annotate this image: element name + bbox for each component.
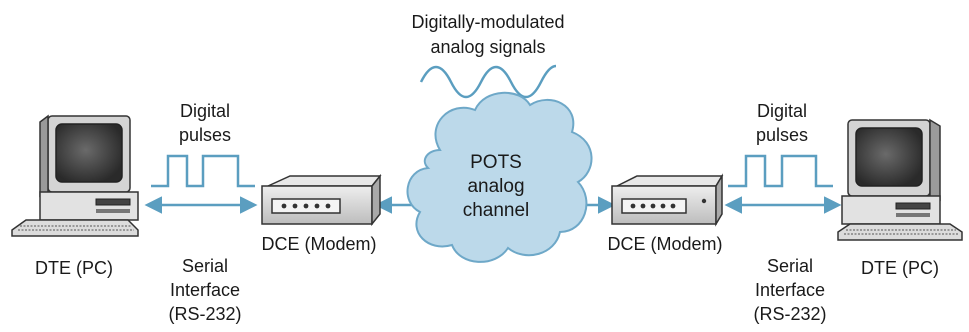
left-modem-icon — [261, 173, 382, 227]
left-dce-label: DCE (Modem) — [261, 234, 377, 254]
right-serial-label-3: (RS-232) — [753, 304, 827, 324]
right-pc-icon — [837, 118, 963, 241]
left-serial-label-2: Interface — [169, 280, 241, 300]
right-serial-label-1: Serial — [766, 256, 814, 276]
cloud-label-3: channel — [462, 200, 530, 221]
right-pulses-label-1: Digital — [756, 101, 808, 121]
left-pc-icon — [11, 114, 139, 237]
analog-wave-icon — [419, 64, 557, 99]
cloud-label-1: POTS — [470, 152, 522, 173]
left-dte-label: DTE (PC) — [35, 258, 113, 278]
left-serial-label-1: Serial — [181, 256, 229, 276]
left-pulses-label-2: pulses — [178, 125, 232, 145]
title-line-1: Digitally-modulated — [411, 12, 565, 32]
left-serial-label-3: (RS-232) — [168, 304, 242, 324]
right-dte-label: DTE (PC) — [861, 258, 939, 278]
right-pulses-label-2: pulses — [755, 125, 809, 145]
left-digital-pulses-icon — [151, 154, 255, 188]
right-modem-icon — [611, 173, 724, 227]
cloud-label-2: analog — [467, 176, 525, 197]
right-dce-label: DCE (Modem) — [607, 234, 723, 254]
right-digital-pulses-icon — [728, 154, 833, 188]
pots-cloud-icon — [406, 91, 593, 263]
left-pulses-label-1: Digital — [179, 101, 231, 121]
right-serial-label-2: Interface — [754, 280, 826, 300]
title-line-2: analog signals — [430, 37, 546, 57]
